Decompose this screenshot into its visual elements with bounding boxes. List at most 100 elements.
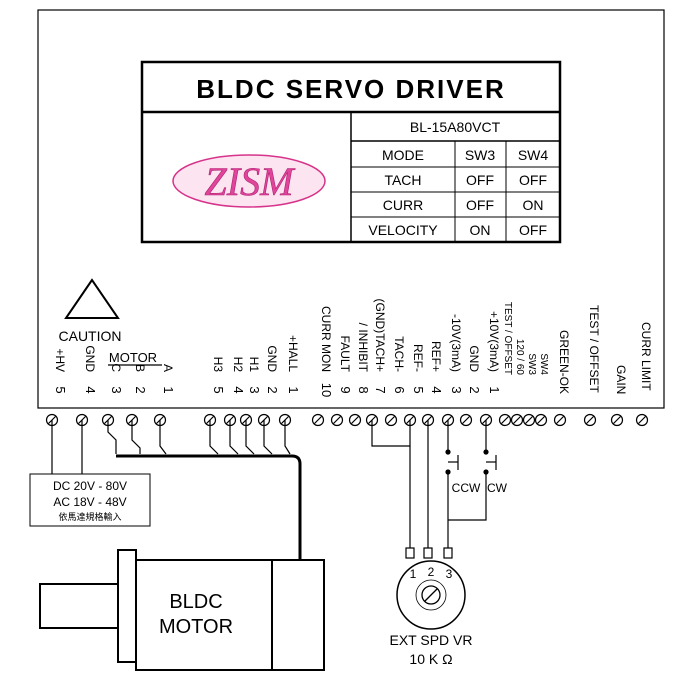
tach-sw4: OFF <box>519 172 547 188</box>
adjustment-screw-icon[interactable] <box>553 413 567 427</box>
motor-label-line2: MOTOR <box>159 616 233 638</box>
io-terminal-number: 2 <box>467 386 482 393</box>
zism-logo: ZISM <box>172 154 326 208</box>
driver-title: BLDC SERVO DRIVER <box>196 74 505 104</box>
io-terminal-number: 7 <box>373 386 388 393</box>
io-terminal-screw-icon[interactable] <box>459 413 473 427</box>
io-terminal-label: / INHIBIT <box>356 323 370 373</box>
adjustment-screw-icon[interactable] <box>498 413 512 427</box>
caution-label: CAUTION <box>59 328 122 344</box>
dip-switch-labels: TEST / OFFSET 120 / 60 SW3 SW4 <box>502 302 549 376</box>
io-terminal-number: 4 <box>429 386 444 393</box>
power-note-label: 依馬達規格輸入 <box>58 511 121 522</box>
power-supply-box: DC 20V - 80V AC 18V - 48V 依馬達規格輸入 <box>29 473 151 527</box>
dip-ratio-label: 120 / 60 <box>514 339 525 376</box>
mode-header: MODE <box>382 147 424 163</box>
mode-row-tach: TACH <box>384 172 421 188</box>
power-motor-terminal-label: A <box>161 364 175 372</box>
mode-row-curr: CURR <box>383 197 423 213</box>
io-terminal-screw-icon[interactable] <box>311 413 325 427</box>
power-motor-terminal-label: GND <box>83 345 97 372</box>
io-terminal-label: +10V(3mA) <box>487 311 501 372</box>
adjustment-screw-icon[interactable] <box>510 413 524 427</box>
adjustment-screw-icon[interactable] <box>522 413 536 427</box>
model-number: BL-15A80VCT <box>410 119 501 135</box>
test-offset-label: TEST / OFFSET <box>587 305 601 393</box>
dip-sw3-label: SW3 <box>526 353 537 375</box>
terminal-block <box>45 413 649 427</box>
green-ok-label: GREEN-OK <box>557 330 571 394</box>
motor-label-line1: BLDC <box>169 591 222 613</box>
pot-pin-1: 1 <box>410 567 417 581</box>
io-terminal-label: -10V(3mA) <box>449 314 463 372</box>
io-terminal-label: FAULT <box>338 336 352 373</box>
dc-range-label: DC 20V - 80V <box>53 479 127 493</box>
hall-terminal-label: GND <box>265 345 279 372</box>
hall-terminal-label: H3 <box>211 357 225 373</box>
ext-pot-value: 10 K Ω <box>409 651 452 667</box>
curr-limit-label: CURR LIMIT <box>639 322 653 391</box>
io-terminal-number: 9 <box>338 386 353 393</box>
gain-label: GAIN <box>614 365 628 394</box>
pot-pin-2: 2 <box>428 565 435 579</box>
hall-terminal-number: 3 <box>247 386 262 393</box>
ext-speed-pot: 1 2 3 EXT SPD VR 10 K Ω <box>390 547 473 667</box>
io-terminal-screw-icon[interactable] <box>348 413 362 427</box>
hall-terminal-number: 4 <box>231 386 246 393</box>
io-terminal-label: REF- <box>411 344 425 372</box>
mode-row-velocity: VELOCITY <box>368 222 438 238</box>
svg-text:ZISM: ZISM <box>205 159 297 204</box>
power-motor-terminal-number: 2 <box>133 386 148 393</box>
pot-pin-3: 3 <box>446 567 453 581</box>
io-terminal-number: 3 <box>449 386 464 393</box>
ccw-label: CCW <box>452 481 481 495</box>
sw3-header: SW3 <box>465 147 496 163</box>
caution-symbol: CAUTION <box>59 278 122 344</box>
tach-sw3: OFF <box>466 172 494 188</box>
power-motor-terminal-label: B <box>133 364 147 372</box>
hall-terminal-number: 2 <box>265 386 280 393</box>
io-terminal-screw-icon[interactable] <box>330 413 344 427</box>
power-motor-terminal-number: 3 <box>109 386 124 393</box>
io-terminal-number: 8 <box>356 386 371 393</box>
wiring <box>51 420 497 560</box>
velocity-sw3: ON <box>470 222 491 238</box>
adjustment-screw-icon[interactable] <box>534 413 548 427</box>
io-terminal-number: 1 <box>487 386 502 393</box>
cw-label: CW <box>487 481 508 495</box>
motor-group-label: MOTOR <box>109 350 157 365</box>
power-motor-terminal-label: C <box>109 363 123 372</box>
dip-test-offset-label: TEST / OFFSET <box>502 302 513 375</box>
power-motor-terminal-number: 4 <box>83 386 98 393</box>
io-terminal-label: TACH- <box>392 336 406 372</box>
dip-sw4-label: SW4 <box>538 353 549 375</box>
sw4-header: SW4 <box>518 147 549 163</box>
io-terminal-label: REF+ <box>429 341 443 372</box>
io-terminal-number: 6 <box>392 386 407 393</box>
velocity-sw4: OFF <box>519 222 547 238</box>
hall-terminal-number: 5 <box>211 386 226 393</box>
io-terminal-label: GND <box>467 345 481 372</box>
adjustment-screw-icon[interactable] <box>635 413 649 427</box>
driver-enclosure <box>37 9 665 409</box>
power-motor-terminal-number: 5 <box>53 386 68 393</box>
bldc-motor: BLDC MOTOR <box>39 549 325 671</box>
hall-terminal-label: H2 <box>231 357 245 373</box>
io-terminal-label: (GND)TACH+ <box>373 299 387 372</box>
io-terminal-label: CURR MON <box>319 306 333 372</box>
power-motor-terminal-number: 1 <box>161 386 176 393</box>
io-terminal-number: 5 <box>411 386 426 393</box>
warning-triangle-icon <box>64 278 120 319</box>
adjustment-screw-icon[interactable] <box>583 413 597 427</box>
hall-terminal-label: +HALL <box>286 335 300 372</box>
hall-terminal-label: H1 <box>247 357 261 373</box>
io-terminal-screw-icon[interactable] <box>384 413 398 427</box>
adjustment-screw-icon[interactable] <box>610 413 624 427</box>
hall-terminal-number: 1 <box>286 386 301 393</box>
power-motor-terminal-label: +HV <box>53 348 67 372</box>
curr-sw4: ON <box>523 197 544 213</box>
io-terminal-number: 10 <box>319 383 334 397</box>
